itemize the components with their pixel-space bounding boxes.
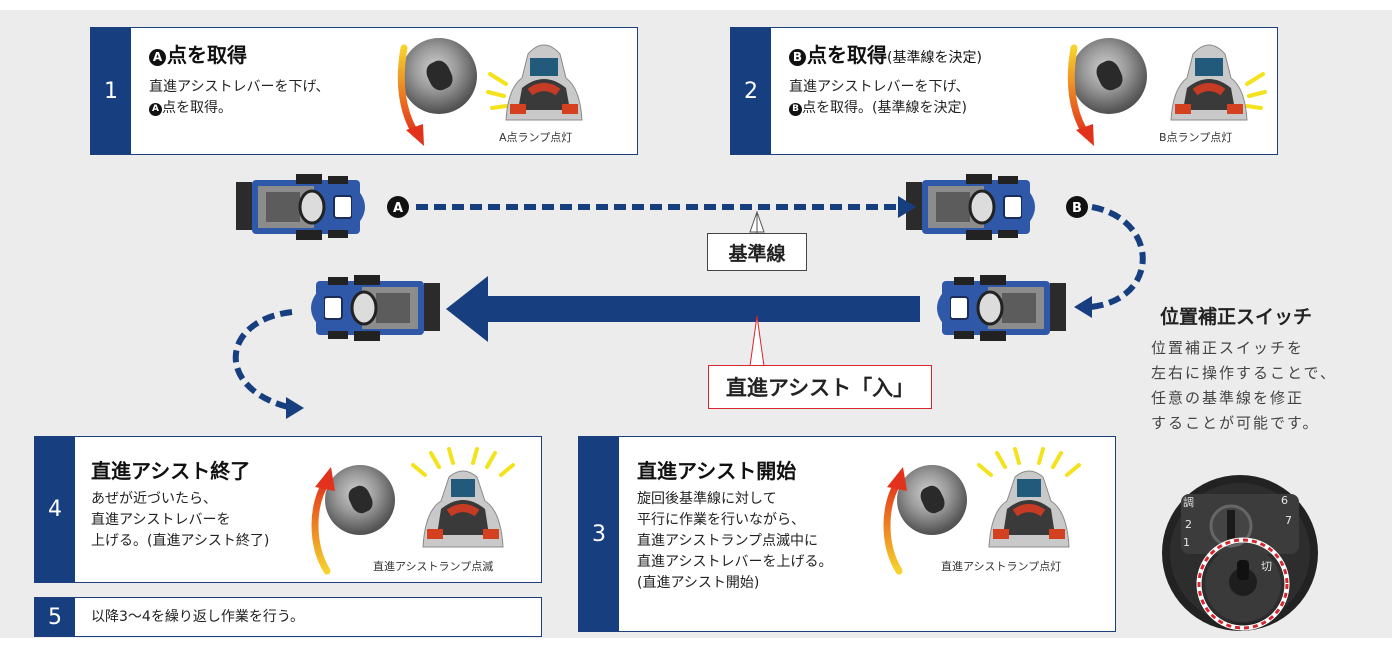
arrow-up-icon: [883, 467, 907, 575]
step-number: 2: [731, 28, 771, 154]
arrow-right-icon: [898, 196, 916, 218]
step-description: 以降3～4を繰り返し作業を行う。: [91, 609, 304, 625]
baseline-label: 基準線: [707, 233, 807, 271]
point-a-marker-icon: [387, 196, 409, 218]
tractor-icon: [309, 273, 442, 343]
step-caption: A点ランプ点灯: [499, 131, 573, 144]
step-5-box: 5 以降3～4を繰り返し作業を行う。: [34, 597, 542, 637]
svg-text:7: 7: [1285, 514, 1292, 527]
step-3-box: 3 直進アシスト開始 旋回後基準線に対して 平行に作業を行いながら、 直進アシス…: [578, 436, 1116, 632]
side-title: 位置補正スイッチ: [1160, 306, 1313, 328]
svg-text:切: 切: [1261, 560, 1272, 573]
step-title: 直進アシスト開始: [637, 459, 797, 483]
point-a-marker-icon: A: [149, 49, 166, 66]
svg-text:B: B: [1072, 201, 1082, 216]
arrow-down-icon: [1067, 44, 1094, 146]
step-number: 1: [91, 28, 131, 154]
lever-photo-icon: [1071, 38, 1147, 114]
svg-text:調: 調: [1183, 495, 1194, 509]
arrow-left-icon: [446, 276, 488, 342]
point-b-marker-icon: [1066, 196, 1088, 218]
arrow-down-icon: [397, 44, 424, 146]
svg-text:6: 6: [1281, 494, 1288, 507]
instrument-panel-icon: [1170, 44, 1267, 121]
step-number: 5: [35, 598, 75, 636]
arrow-up-icon: [311, 467, 335, 575]
step-description: 旋回後基準線に対して 平行に作業を行いながら、 直進アシストランプ点滅中に 直進…: [637, 491, 833, 591]
instrument-panel-icon: [977, 447, 1081, 548]
step-4-box: 4 直進アシスト終了 あぜが近づいたら、 直進アシストレバーを 上げる。(直進ア…: [34, 436, 542, 583]
lever-photo-icon: [897, 465, 967, 535]
step-number: 4: [35, 437, 75, 582]
svg-text:1: 1: [1183, 536, 1190, 549]
instrument-panel-icon: [411, 447, 515, 548]
arrow-right-icon: [286, 397, 304, 419]
svg-text:A: A: [393, 201, 403, 216]
arrow-left-icon: [1074, 296, 1092, 318]
tractor-icon: [234, 172, 367, 242]
tractor-icon: [935, 273, 1068, 343]
svg-text:2: 2: [1185, 518, 1192, 531]
step-caption: B点ランプ点灯: [1159, 131, 1233, 144]
point-b-small-marker-icon: B: [789, 103, 802, 116]
step-caption: 直進アシストランプ点滅: [373, 560, 494, 573]
lever-photo-icon: [401, 38, 477, 114]
step-number: 3: [579, 437, 619, 631]
side-description: 位置補正スイッチを 左右に操作することで、 任意の基準線を修正 することが可能で…: [1151, 339, 1337, 432]
instrument-panel-icon: [486, 44, 583, 121]
assist-label: 直進アシスト「入」: [708, 365, 932, 409]
step-title: 直進アシスト終了: [91, 459, 251, 483]
tractor-icon: [904, 172, 1037, 242]
point-a-small-marker-icon: A: [149, 103, 162, 116]
point-b-marker-icon: B: [789, 49, 806, 66]
step-description: あぜが近づいたら、 直進アシストレバーを 上げる。(直進アシスト終了): [91, 491, 270, 549]
step-caption: 直進アシストランプ点灯: [941, 560, 1062, 573]
lever-photo-icon: [325, 465, 395, 535]
position-switch-photo-icon: 調 2 1 6 7 切: [1162, 475, 1318, 631]
